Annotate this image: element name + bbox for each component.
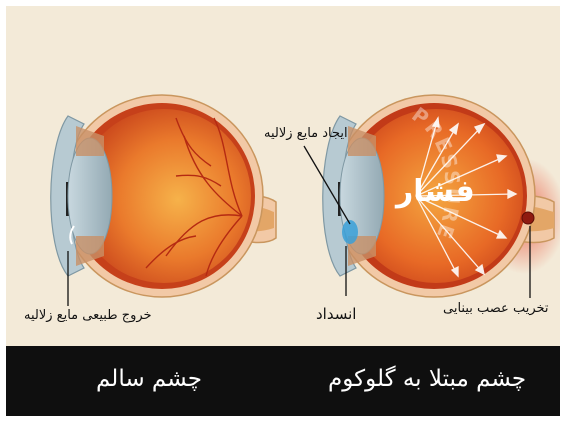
healthy-eye [51, 95, 276, 306]
damaged-optic-disc [522, 212, 534, 224]
pressure-label: فشار [396, 174, 475, 210]
outflow-label: خروج طبیعی مایع زلالیه [24, 308, 152, 324]
production-label: ایجاد مایع زلالیه [264, 126, 348, 142]
glaucoma-eye-caption: چشم مبتلا به گلوکوم [328, 366, 526, 392]
diagram-canvas: PRESSURE خروج طبیعی مایع زلالیه ایجاد ما… [6, 6, 560, 416]
nerve-damage-label: تخریب عصب بینایی [443, 301, 549, 317]
blockage-label: انسداد [316, 306, 356, 322]
healthy-eye-caption: چشم سالم [96, 366, 202, 392]
eye-illustration: PRESSURE [6, 6, 560, 346]
caption-bar: چشم سالم چشم مبتلا به گلوکوم [6, 346, 560, 416]
